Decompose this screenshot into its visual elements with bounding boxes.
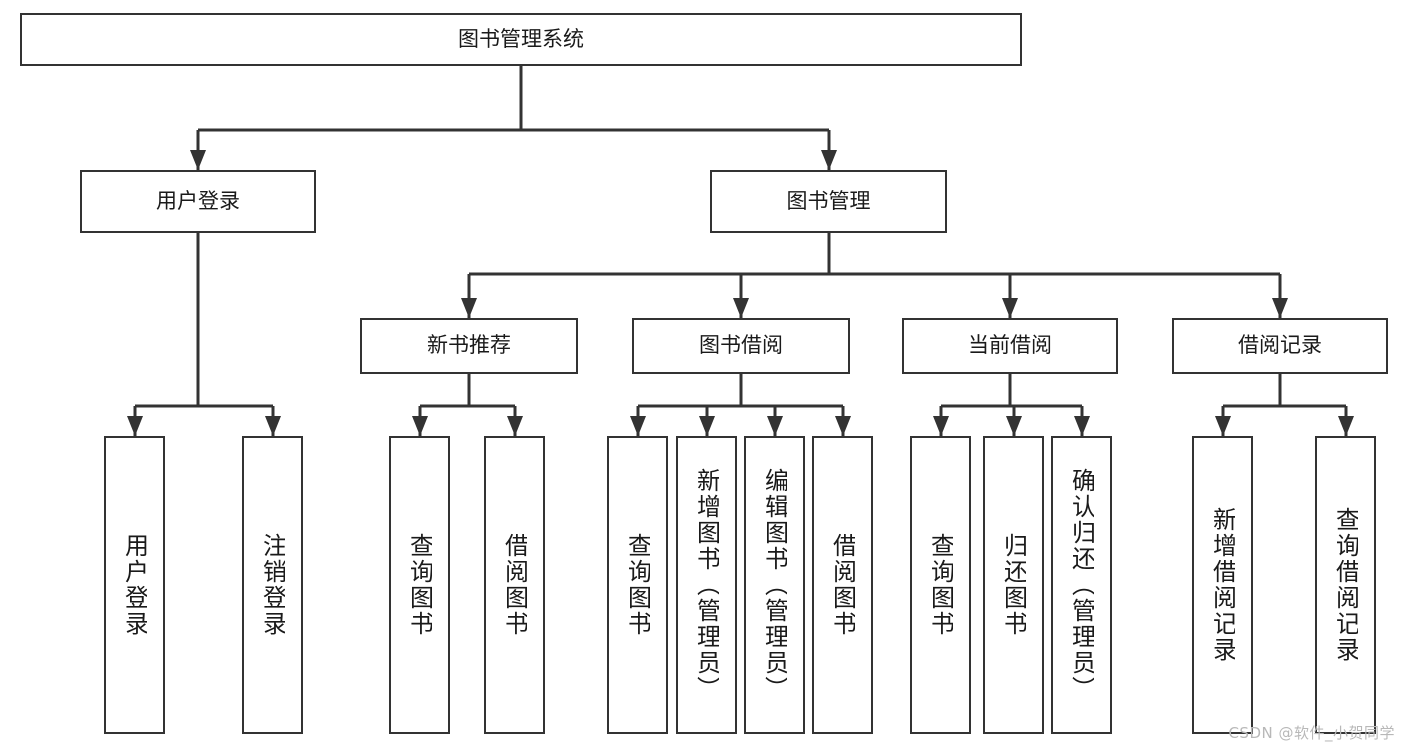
arrowhead-leaf5 bbox=[630, 416, 646, 436]
node-label: 注销登录 bbox=[260, 533, 285, 637]
arrowhead-newbook bbox=[461, 298, 477, 318]
node-leaf8[interactable]: 借阅图书 bbox=[812, 436, 873, 734]
node-label: 当前借阅 bbox=[968, 333, 1052, 358]
node-login[interactable]: 用户登录 bbox=[80, 170, 316, 233]
node-leaf5[interactable]: 查询图书 bbox=[607, 436, 668, 734]
node-label: 新书推荐 bbox=[427, 333, 511, 358]
arrowhead-leaf13 bbox=[1338, 416, 1354, 436]
node-label: 借阅图书 bbox=[830, 533, 855, 637]
node-leaf1[interactable]: 用户登录 bbox=[104, 436, 165, 734]
node-leaf6[interactable]: 新增图书（管理员） bbox=[676, 436, 737, 734]
node-leaf7[interactable]: 编辑图书（管理员） bbox=[744, 436, 805, 734]
arrowhead-current bbox=[1002, 298, 1018, 318]
node-label: 新增借阅记录 bbox=[1210, 507, 1235, 663]
node-label: 图书管理系统 bbox=[458, 26, 584, 51]
node-label: 用户登录 bbox=[156, 188, 240, 213]
node-label: 确认归还（管理员） bbox=[1069, 468, 1094, 702]
node-leaf2[interactable]: 注销登录 bbox=[242, 436, 303, 734]
node-label: 查询图书 bbox=[625, 533, 650, 637]
node-leaf13[interactable]: 查询借阅记录 bbox=[1315, 436, 1376, 734]
arrowhead-borrow bbox=[733, 298, 749, 318]
node-label: 归还图书 bbox=[1001, 533, 1026, 637]
node-leaf12[interactable]: 新增借阅记录 bbox=[1192, 436, 1253, 734]
arrowhead-leaf10 bbox=[1006, 416, 1022, 436]
node-label: 查询图书 bbox=[407, 533, 432, 637]
arrowhead-leaf11 bbox=[1074, 416, 1090, 436]
node-label: 编辑图书（管理员） bbox=[762, 468, 787, 702]
node-newbook[interactable]: 新书推荐 bbox=[360, 318, 578, 374]
arrowhead-leaf6 bbox=[699, 416, 715, 436]
node-current[interactable]: 当前借阅 bbox=[902, 318, 1118, 374]
arrowhead-leaf3 bbox=[412, 416, 428, 436]
arrowhead-records bbox=[1272, 298, 1288, 318]
node-bookmgmt[interactable]: 图书管理 bbox=[710, 170, 947, 233]
node-leaf9[interactable]: 查询图书 bbox=[910, 436, 971, 734]
node-leaf3[interactable]: 查询图书 bbox=[389, 436, 450, 734]
arrowhead-leaf4 bbox=[507, 416, 523, 436]
node-label: 查询图书 bbox=[928, 533, 953, 637]
arrowhead-leaf8 bbox=[835, 416, 851, 436]
arrowhead-leaf9 bbox=[933, 416, 949, 436]
node-leaf11[interactable]: 确认归还（管理员） bbox=[1051, 436, 1112, 734]
node-label: 借阅图书 bbox=[502, 533, 527, 637]
node-borrow[interactable]: 图书借阅 bbox=[632, 318, 850, 374]
node-label: 查询借阅记录 bbox=[1333, 507, 1358, 663]
node-label: 新增图书（管理员） bbox=[694, 468, 719, 702]
node-root[interactable]: 图书管理系统 bbox=[20, 13, 1022, 66]
node-leaf10[interactable]: 归还图书 bbox=[983, 436, 1044, 734]
arrowhead-leaf2 bbox=[265, 416, 281, 436]
arrowhead-bookmgmt bbox=[821, 150, 837, 170]
node-label: 借阅记录 bbox=[1238, 333, 1322, 358]
node-leaf4[interactable]: 借阅图书 bbox=[484, 436, 545, 734]
node-label: 图书借阅 bbox=[699, 333, 783, 358]
arrowhead-login bbox=[190, 150, 206, 170]
arrowhead-leaf1 bbox=[127, 416, 143, 436]
node-records[interactable]: 借阅记录 bbox=[1172, 318, 1388, 374]
node-label: 图书管理 bbox=[786, 188, 871, 213]
node-label: 用户登录 bbox=[122, 533, 147, 637]
arrowhead-leaf7 bbox=[767, 416, 783, 436]
arrowhead-leaf12 bbox=[1215, 416, 1231, 436]
